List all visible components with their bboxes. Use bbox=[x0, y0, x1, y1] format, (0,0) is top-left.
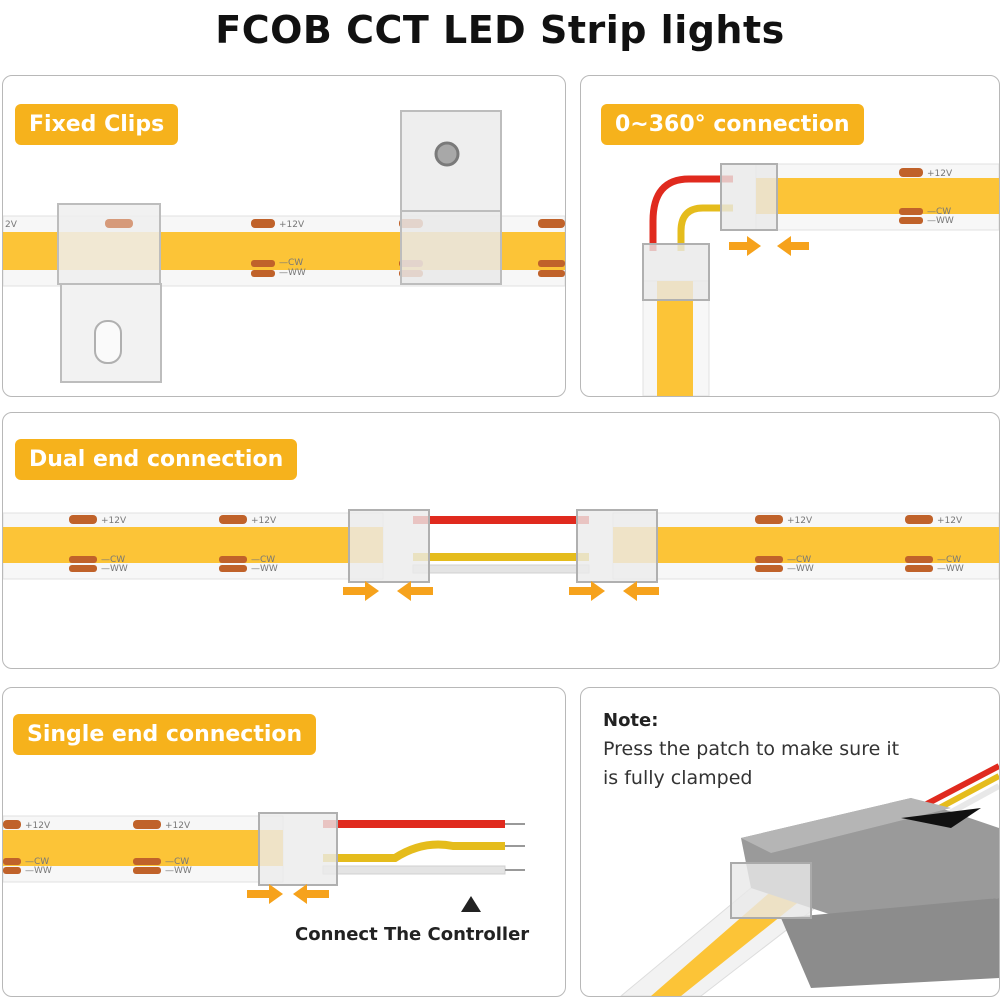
fixed-clip-left bbox=[57, 203, 162, 383]
arrow-left-icon bbox=[293, 884, 329, 904]
svg-text:—WW: —WW bbox=[927, 216, 954, 226]
fixed-clips-illustration: +12V —CW —WW 2V bbox=[3, 110, 565, 383]
red-wire bbox=[413, 516, 589, 524]
dual-end-panel: +12V —CW —WW +12V —CW —WW +12V —CW —WW +… bbox=[2, 412, 1000, 669]
svg-text:—WW: —WW bbox=[165, 866, 192, 876]
dual-end-illustration: +12V —CW —WW +12V —CW —WW +12V —CW —WW +… bbox=[3, 509, 999, 601]
controller-caption: Connect The Controller bbox=[295, 924, 530, 945]
svg-text:+12V: +12V bbox=[165, 821, 191, 831]
triangle-up-icon bbox=[461, 896, 481, 912]
label-positive-edge: 2V bbox=[5, 220, 18, 230]
svg-text:—CW: —CW bbox=[251, 555, 275, 565]
fixed-clips-badge: Fixed Clips bbox=[15, 104, 179, 145]
arrow-right-icon bbox=[343, 581, 379, 601]
svg-text:+12V: +12V bbox=[787, 516, 813, 526]
fixed-clip-right bbox=[400, 110, 502, 285]
fixed-clips-panel: +12V —CW —WW 2V Fixed Clips bbox=[2, 75, 566, 397]
arrow-right-icon bbox=[247, 884, 283, 904]
note-text: Press the patch to make sure it is fully… bbox=[603, 738, 900, 789]
connector-left bbox=[348, 509, 430, 583]
note-title: Note: bbox=[603, 710, 659, 731]
rotation-connection-illustration: +12V —CW —WW bbox=[642, 163, 999, 396]
arrow-left-icon bbox=[623, 581, 659, 601]
connector-horizontal bbox=[720, 163, 778, 231]
yellow-wire bbox=[677, 204, 733, 251]
single-end-badge: Single end connection bbox=[13, 714, 317, 755]
rotation-badge: 0~360° connection bbox=[601, 104, 864, 145]
label-positive: +12V bbox=[279, 220, 305, 230]
white-wire bbox=[322, 865, 506, 875]
svg-text:—CW: —CW bbox=[937, 555, 961, 565]
connector bbox=[258, 812, 338, 886]
page-title: FCOB CCT LED Strip lights bbox=[215, 8, 785, 52]
white-wire bbox=[412, 564, 590, 574]
yellow-wire bbox=[413, 553, 589, 561]
red-wire bbox=[649, 175, 733, 251]
svg-text:—WW: —WW bbox=[101, 564, 128, 574]
single-end-panel: +12V —CW —WW +12V —CW —WW Single end con… bbox=[2, 687, 566, 997]
connector-right bbox=[576, 509, 658, 583]
svg-text:+12V: +12V bbox=[25, 821, 51, 831]
svg-text:+12V: +12V bbox=[101, 516, 127, 526]
single-end-illustration: +12V —CW —WW +12V —CW —WW bbox=[3, 812, 525, 912]
svg-text:—CW: —CW bbox=[25, 857, 49, 867]
connector bbox=[730, 862, 812, 919]
clamp-illustration bbox=[620, 763, 999, 996]
label-ww: —WW bbox=[279, 268, 306, 278]
svg-text:—CW: —CW bbox=[101, 555, 125, 565]
arrow-left-icon bbox=[397, 581, 433, 601]
note-panel: Note: Press the patch to make sure it is… bbox=[580, 687, 1000, 997]
dual-end-badge: Dual end connection bbox=[15, 439, 298, 480]
svg-text:—WW: —WW bbox=[251, 564, 278, 574]
svg-text:—WW: —WW bbox=[937, 564, 964, 574]
label-cw: —CW bbox=[279, 258, 303, 268]
yellow-wire bbox=[323, 840, 505, 862]
arrow-right-icon bbox=[569, 581, 605, 601]
svg-text:—CW: —CW bbox=[787, 555, 811, 565]
svg-text:—CW: —CW bbox=[927, 207, 951, 217]
svg-text:—CW: —CW bbox=[165, 857, 189, 867]
svg-text:+12V: +12V bbox=[937, 516, 963, 526]
connector-vertical bbox=[642, 243, 710, 301]
rotation-connection-panel: +12V —CW —WW 0~360° connection bbox=[580, 75, 1000, 397]
svg-text:—WW: —WW bbox=[787, 564, 814, 574]
red-wire bbox=[323, 820, 505, 828]
arrow-right-icon bbox=[729, 236, 761, 256]
arrow-left-icon bbox=[777, 236, 809, 256]
svg-text:+12V: +12V bbox=[927, 169, 953, 179]
svg-text:—WW: —WW bbox=[25, 866, 52, 876]
svg-text:+12V: +12V bbox=[251, 516, 277, 526]
